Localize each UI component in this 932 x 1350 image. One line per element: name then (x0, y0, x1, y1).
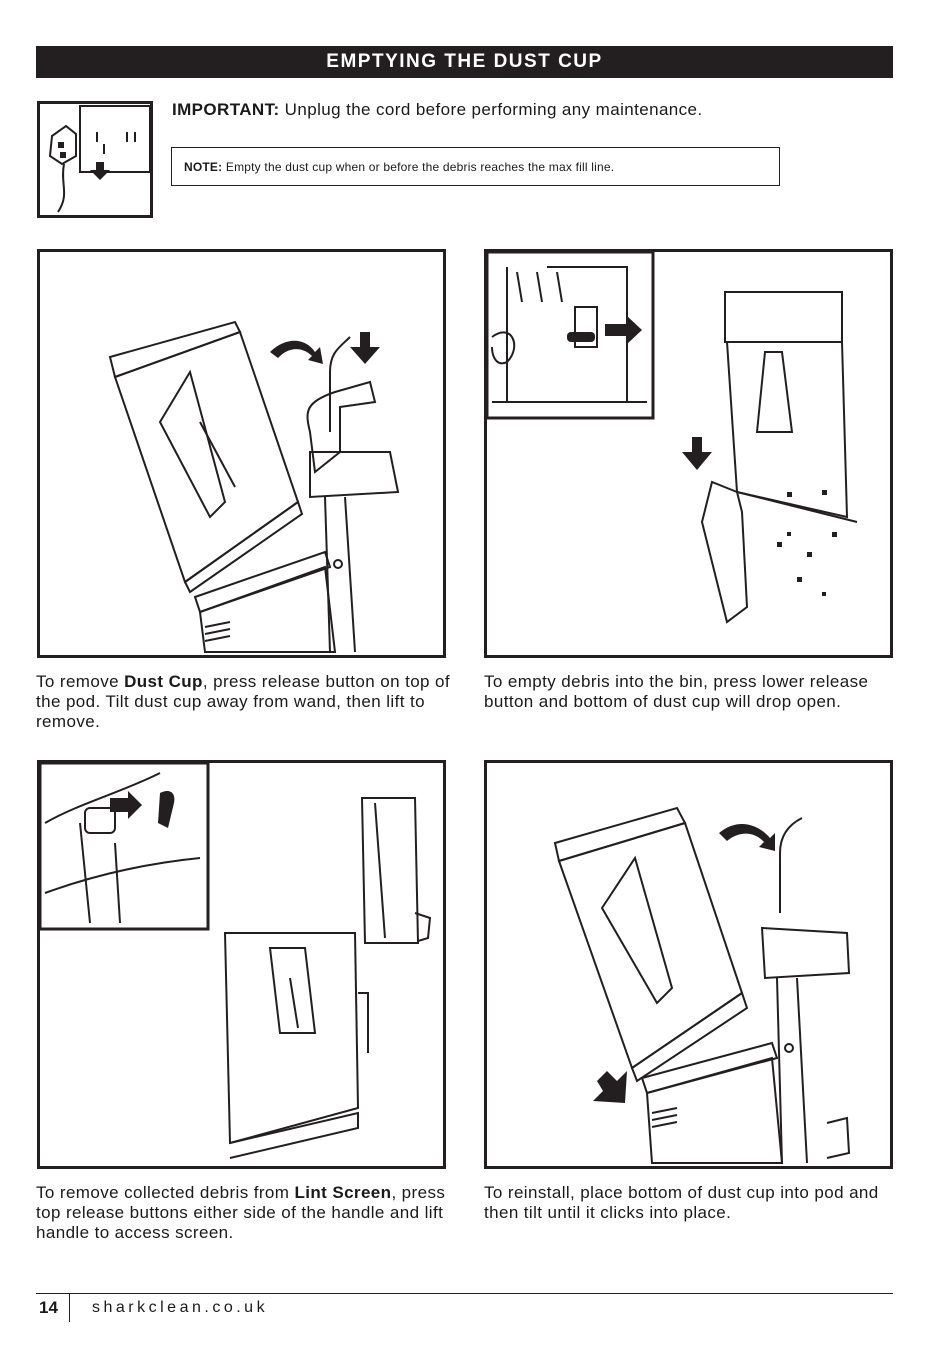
step-3-caption-text-end: , press top release buttons either side … (36, 1183, 446, 1242)
footer-separator (69, 1294, 70, 1322)
website-url: sharkclean.co.uk (92, 1299, 269, 1316)
section-title: EMPTYING THE DUST CUP (36, 46, 893, 78)
step-2-illustration (484, 249, 893, 658)
footer-divider (36, 1293, 893, 1294)
step-4-illustration (484, 760, 893, 1169)
step-2-caption-text: To empty debris into the bin, press lowe… (484, 672, 869, 711)
step-2-caption: To empty debris into the bin, press lowe… (484, 672, 904, 712)
step-1-illustration (37, 249, 446, 658)
plug-socket-icon (48, 105, 150, 213)
step-3-illustration (37, 760, 446, 1169)
step-1-caption-text: To remove (36, 672, 125, 691)
step-1-caption: To remove Dust Cup, press release button… (36, 672, 456, 732)
step-4-caption: To reinstall, place bottom of dust cup i… (484, 1183, 904, 1223)
unplug-illustration (37, 101, 153, 218)
note-label: NOTE: (184, 160, 223, 174)
note-box: NOTE: Empty the dust cup when or before … (171, 147, 780, 186)
page-number: 14 (39, 1298, 58, 1317)
step-1-caption-text-end: , press release button on top of the pod… (36, 672, 451, 731)
step-3-caption: To remove collected debris from Lint Scr… (36, 1183, 456, 1243)
step-1-caption-bold: Dust Cup (124, 672, 203, 691)
important-label: IMPORTANT: (172, 100, 280, 119)
step-4-caption-text: To reinstall, place bottom of dust cup i… (484, 1183, 879, 1222)
important-notice: IMPORTANT: Unplug the cord before perfor… (172, 99, 703, 121)
step-3-caption-bold: Lint Screen (294, 1183, 392, 1202)
important-text: Unplug the cord before performing any ma… (279, 100, 703, 119)
note-text: Empty the dust cup when or before the de… (222, 160, 615, 174)
step-3-caption-text: To remove collected debris from (36, 1183, 295, 1202)
